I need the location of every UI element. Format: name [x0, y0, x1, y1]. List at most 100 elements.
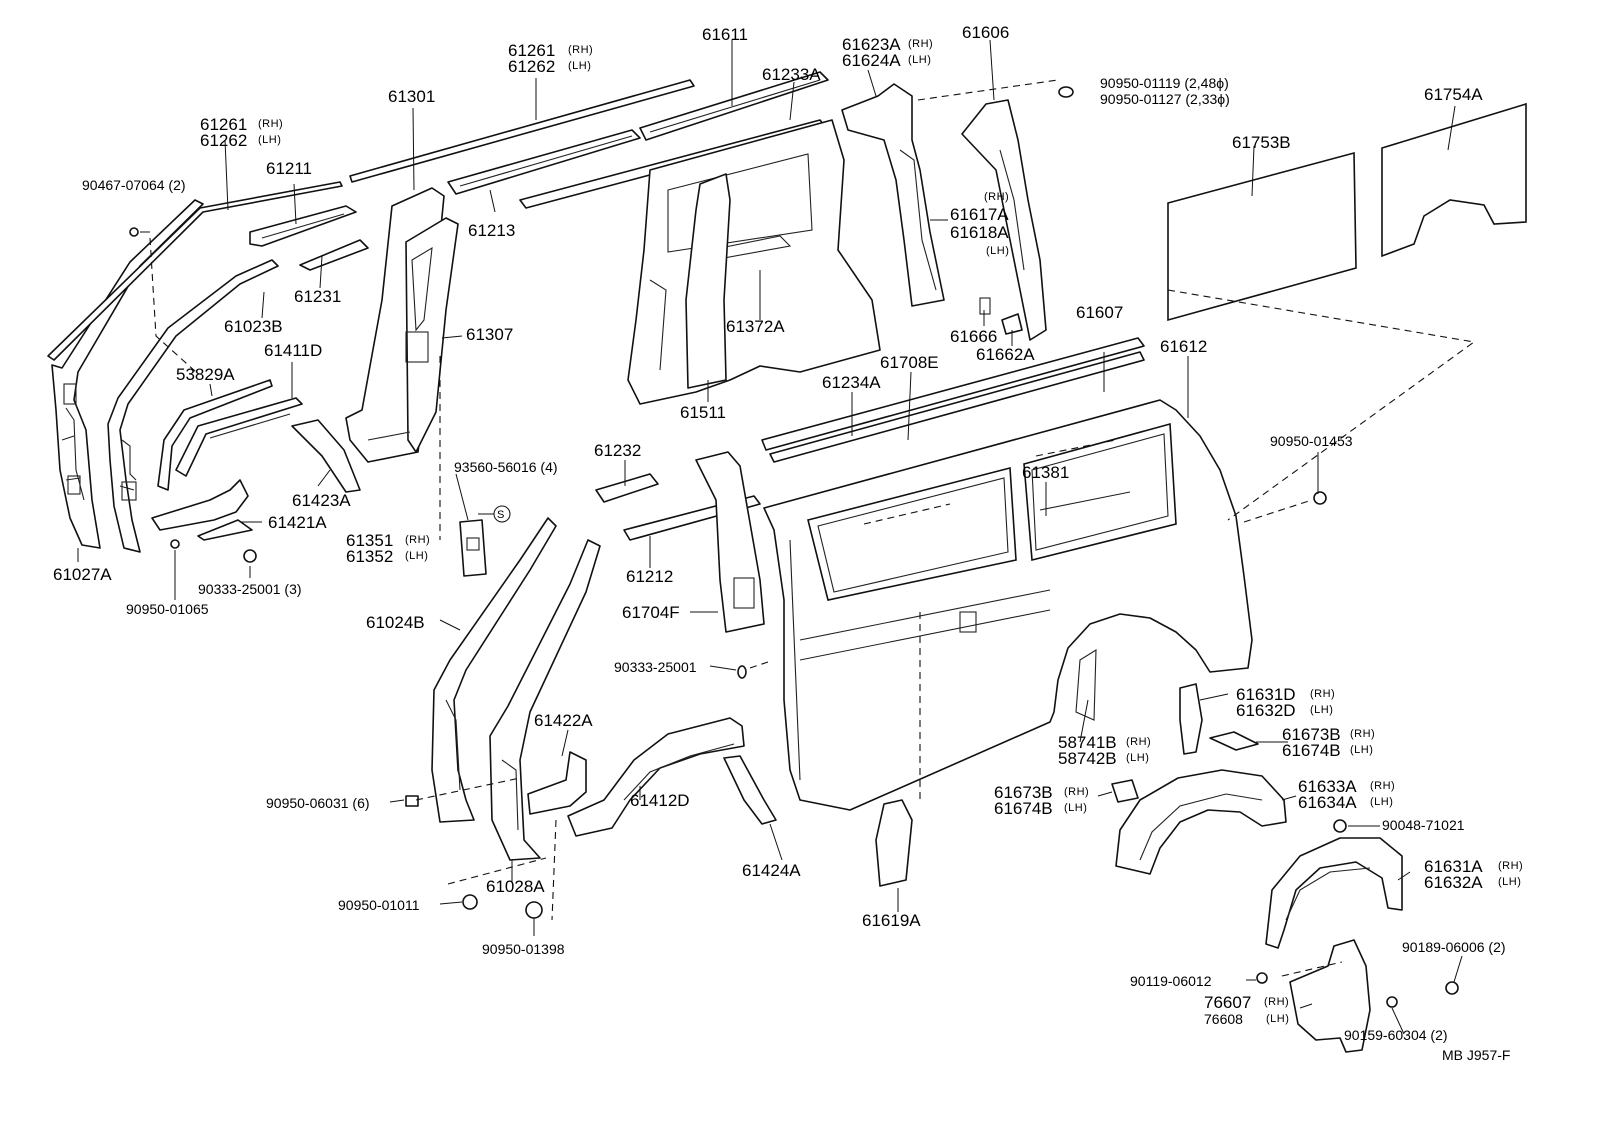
label-90950-01065: 90950-01065 — [126, 601, 209, 617]
part-number-labels: 61027A 90467-07064 (2) 61261 (RH) 61262 … — [53, 23, 1523, 1063]
label-61753B: 61753B — [1232, 133, 1291, 152]
label-61307: 61307 — [466, 325, 513, 344]
tag-lh: (LH) — [986, 245, 1009, 257]
label-61028A: 61028A — [486, 877, 545, 896]
rail-61232 — [595, 473, 659, 503]
label-58742B: 58742B — [1058, 749, 1117, 768]
assembly-guide-lines — [149, 79, 1476, 977]
label-61611: 61611 — [702, 25, 748, 44]
label-61607: 61607 — [1076, 303, 1123, 322]
label-61301: 61301 — [388, 87, 435, 106]
label-61618A: 61618A — [950, 223, 1009, 242]
label-61423A: 61423A — [292, 491, 351, 510]
label-53829A: 53829A — [176, 365, 235, 384]
label-61261-a: 61261 — [200, 115, 247, 134]
bracket-61422A — [527, 751, 587, 815]
label-76608: 76608 — [1204, 1011, 1243, 1027]
label-90950-01398: 90950-01398 — [482, 941, 565, 957]
drip-molding-61261-b — [349, 79, 695, 183]
label-61617A: 61617A — [950, 205, 1009, 224]
quarter-panel-61612 — [763, 399, 1253, 811]
parts-drawing — [47, 39, 1527, 1053]
label-61754A: 61754A — [1424, 85, 1483, 104]
bracket-61673B-b — [1111, 779, 1139, 803]
label-61233A: 61233A — [762, 65, 821, 84]
label-61352: 61352 — [346, 547, 393, 566]
tag-rh: (RH) — [984, 191, 1009, 203]
label-61027A: 61027A — [53, 565, 112, 584]
tag-rh: (RH) — [1264, 996, 1289, 1008]
fastener-clips — [129, 86, 1459, 1008]
tag-rh: (RH) — [405, 534, 430, 546]
leader-lines — [77, 39, 1463, 1035]
label-61231: 61231 — [294, 287, 341, 306]
bracket-61631D — [1179, 683, 1203, 755]
label-90950-01119: 90950-01119 (2,48ϕ) — [1100, 75, 1229, 91]
label-61612: 61612 — [1160, 337, 1207, 356]
label-90119-06012: 90119-06012 — [1130, 973, 1212, 989]
quarter-trim-61754A — [1381, 102, 1527, 258]
bracket-61673B-a — [1209, 731, 1259, 751]
tag-rh: (RH) — [1126, 736, 1151, 748]
label-61633A: 61633A — [1298, 777, 1357, 796]
label-61372A: 61372A — [726, 317, 785, 336]
label-90333-25001-3: 90333-25001 (3) — [198, 581, 302, 597]
tag-lh: (LH) — [1498, 876, 1521, 888]
s-symbol: S — [497, 509, 505, 521]
label-61262-a: 61262 — [200, 131, 247, 150]
footer-code: MB J957-F — [1442, 1047, 1510, 1063]
tag-lh: (LH) — [1266, 1013, 1289, 1025]
label-61634A: 61634A — [1298, 793, 1357, 812]
label-90159-60304: 90159-60304 (2) — [1344, 1027, 1448, 1043]
label-90333-25001: 90333-25001 — [614, 659, 697, 675]
tag-rh: (RH) — [1350, 728, 1375, 740]
front-wheelhouse-61411D — [157, 379, 303, 491]
tag-rh: (RH) — [1310, 688, 1335, 700]
front-pillar-panel-61027A — [51, 199, 204, 549]
tag-rh: (RH) — [568, 44, 593, 56]
striker-plate-61351 — [459, 519, 487, 577]
tag-lh: (LH) — [405, 550, 428, 562]
label-61673B-a: 61673B — [1282, 725, 1341, 744]
label-61632A: 61632A — [1424, 873, 1483, 892]
wheel-liner-61631A — [1265, 837, 1403, 949]
label-90467-07064: 90467-07064 (2) — [82, 177, 186, 193]
label-61631D: 61631D — [1236, 685, 1296, 704]
tag-lh: (LH) — [1370, 796, 1393, 808]
roof-rail-61231 — [299, 239, 369, 271]
label-61024B: 61024B — [366, 613, 425, 632]
label-61631A: 61631A — [1424, 857, 1483, 876]
label-90950-01453: 90950-01453 — [1270, 433, 1353, 449]
label-61673B-b: 61673B — [994, 783, 1053, 802]
label-61412D: 61412D — [630, 791, 690, 810]
label-61261-b: 61261 — [508, 41, 555, 60]
pillar-61511 — [685, 173, 731, 389]
tag-lh: (LH) — [1350, 744, 1373, 756]
label-61262-b: 61262 — [508, 57, 555, 76]
label-61624A: 61624A — [842, 51, 901, 70]
label-90189-06006: 90189-06006 (2) — [1402, 939, 1506, 955]
bracket-61619A — [875, 799, 913, 887]
label-61411D: 61411D — [264, 341, 322, 360]
label-58741B: 58741B — [1058, 733, 1117, 752]
rear-wheelhouse-61412D — [567, 717, 745, 837]
tag-rh: (RH) — [1064, 786, 1089, 798]
rear-pillar-61617A — [841, 83, 1047, 341]
pillar-61028A — [489, 539, 601, 861]
label-61632D: 61632D — [1236, 701, 1296, 720]
label-61623A: 61623A — [842, 35, 901, 54]
label-61422A: 61422A — [534, 711, 593, 730]
tag-lh: (LH) — [1126, 752, 1149, 764]
tag-rh: (RH) — [1498, 860, 1523, 872]
roof-rail-61607 — [769, 351, 1145, 463]
label-61606: 61606 — [962, 23, 1009, 42]
label-61424A: 61424A — [742, 861, 801, 880]
center-pillar-61301 — [345, 187, 459, 463]
pillar-inner-61024B — [431, 517, 557, 823]
label-61212: 61212 — [626, 567, 673, 586]
tag-lh: (LH) — [1064, 802, 1087, 814]
tag-lh: (LH) — [1310, 704, 1333, 716]
tag-rh: (RH) — [1370, 780, 1395, 792]
label-90950-01011: 90950-01011 — [338, 897, 420, 913]
